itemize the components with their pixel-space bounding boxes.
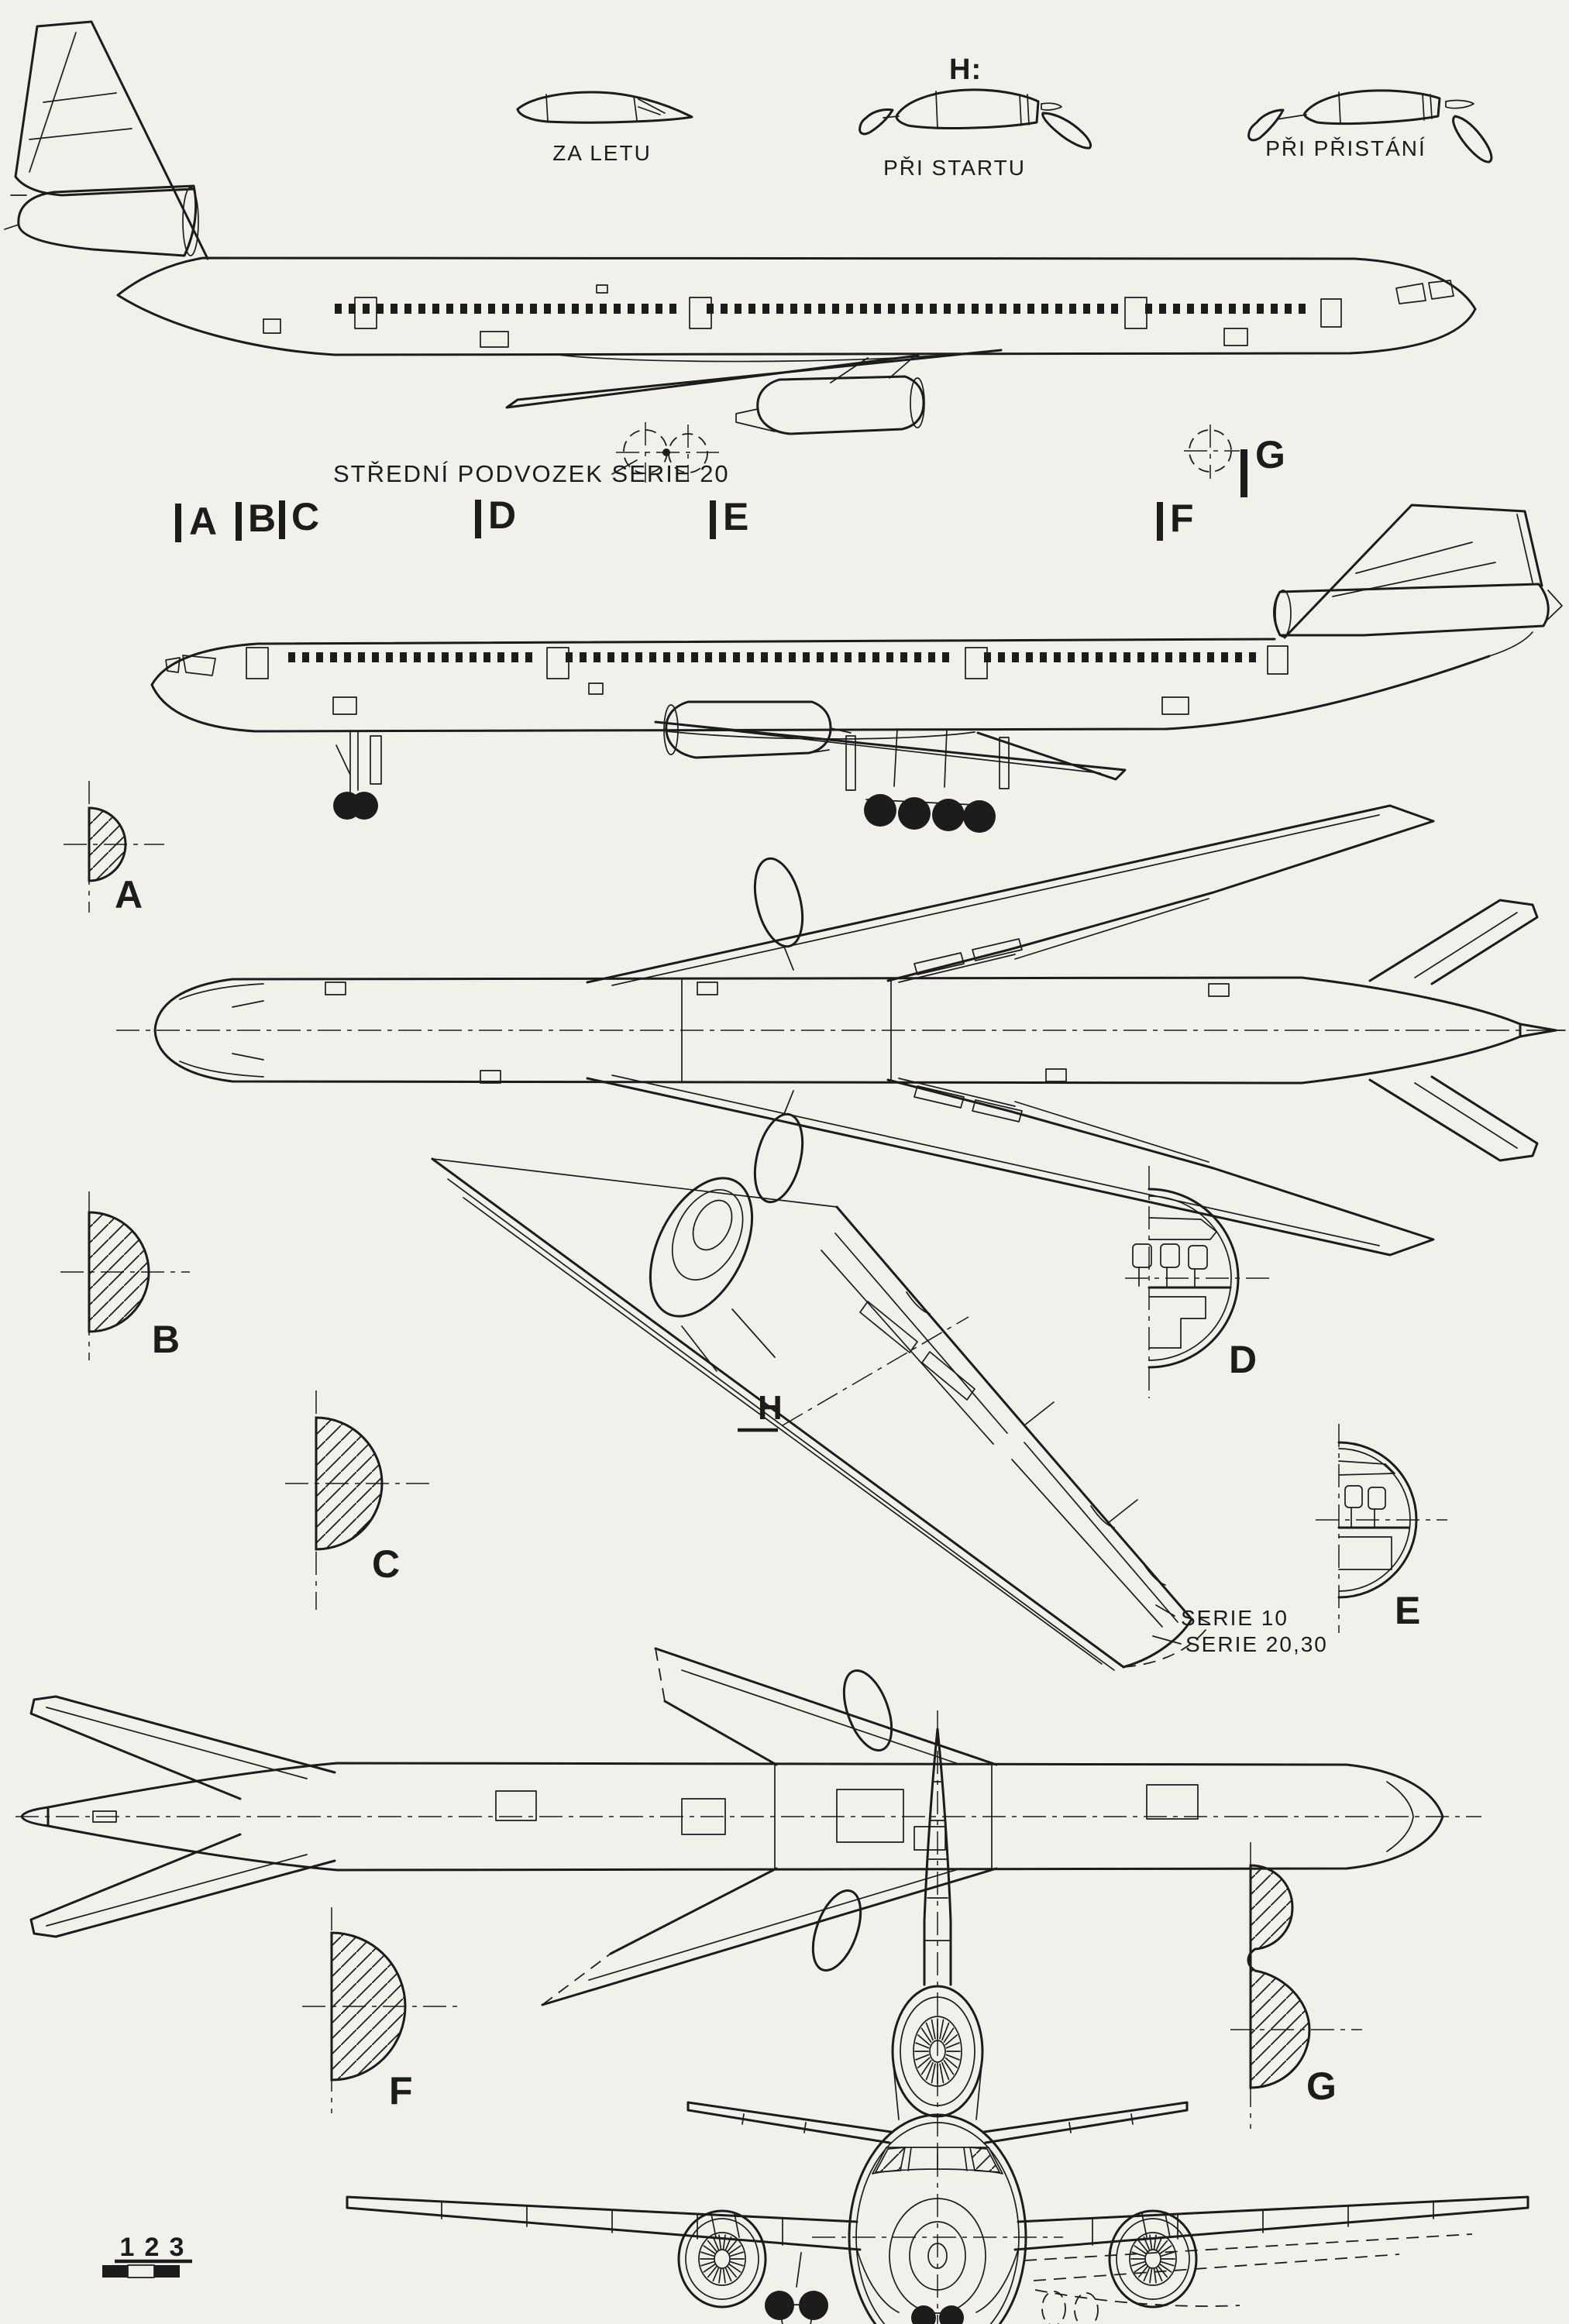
station-letter-a: A: [189, 500, 217, 543]
plan-view-top: [116, 804, 1566, 1257]
window-row: [566, 652, 949, 662]
label-za-letu: ZA LETU: [552, 141, 652, 165]
station-letter-f: F: [1170, 497, 1194, 540]
window-row: [335, 304, 676, 314]
window-row: [1145, 304, 1306, 314]
wing-detail: H SERIE 10 SERIE 20,30: [431, 1157, 1328, 1671]
cross-section-c: C: [285, 1391, 430, 1610]
station-marker-g: G: [1184, 425, 1285, 497]
scale-bar: 1 2 3: [102, 2233, 192, 2278]
side-view-gear-down: [150, 504, 1563, 833]
airfoil-takeoff: PŘI STARTU: [858, 88, 1092, 180]
section-letter-b: B: [152, 1318, 180, 1361]
section-letter-c: C: [372, 1542, 400, 1586]
station-markers: A B C D E F G: [175, 425, 1285, 543]
fuselage-details: [325, 978, 1230, 1084]
airfoil-landing: PŘI PŘISTÁNÍ: [1247, 89, 1493, 163]
label-wing-section-h: H: [758, 1389, 783, 1427]
label-serie-10: SERIE 10: [1181, 1606, 1289, 1630]
station-letter-d: D: [488, 493, 516, 537]
belly-details: [92, 1764, 1199, 1869]
right-engine-front: [1108, 2209, 1198, 2309]
label-center-gear: STŘEDNÍ PODVOZEK SERIE 20: [333, 460, 730, 487]
scale-tick-1: 1: [120, 2233, 138, 2262]
window-row: [707, 304, 1118, 314]
station-letter-b: B: [248, 497, 276, 540]
label-pri-pristani: PŘI PŘISTÁNÍ: [1265, 136, 1426, 160]
cross-section-b: B: [60, 1191, 190, 1361]
left-engine-front: [677, 2209, 767, 2309]
label-pri-startu: PŘI STARTU: [883, 156, 1026, 180]
front-view: [346, 1710, 1529, 2324]
window-row: [984, 652, 1256, 662]
section-letter-g: G: [1306, 2064, 1337, 2108]
cross-section-a: A: [64, 781, 164, 916]
airfoil-heading: H:: [949, 53, 982, 86]
section-letter-d: D: [1229, 1338, 1257, 1381]
scale-tick-2: 2: [145, 2233, 163, 2262]
label-serie-2030: SERIE 20,30: [1185, 1632, 1328, 1656]
cross-section-f: F: [302, 1907, 461, 2113]
wing-detail-engine: [649, 1177, 754, 1318]
center-gear-detail: STŘEDNÍ PODVOZEK SERIE 20: [333, 422, 730, 487]
station-letter-g: G: [1255, 433, 1285, 476]
plan-view-bottom: [15, 1647, 1481, 2006]
doors-and-details: [263, 284, 1342, 348]
airfoil-cruise: ZA LETU: [516, 91, 693, 165]
cross-section-g: G: [1230, 1842, 1362, 2129]
section-letter-e: E: [1395, 1589, 1420, 1632]
section-letter-f: F: [389, 2069, 413, 2113]
window-row: [288, 652, 532, 662]
station-letter-e: E: [723, 495, 748, 538]
cross-section-e: E: [1316, 1424, 1447, 1633]
side-view-top: STŘEDNÍ PODVOZEK SERIE 20: [4, 20, 1477, 487]
section-letter-a: A: [115, 873, 143, 916]
scale-tick-3: 3: [170, 2233, 188, 2262]
doors-and-details: [246, 645, 1289, 715]
airfoil-profiles: H: ZA LETU PŘI STARTU PŘI PŘISTÁNÍ: [516, 53, 1493, 180]
cross-section-d: D: [1125, 1166, 1271, 1398]
station-letter-c: C: [291, 495, 319, 538]
